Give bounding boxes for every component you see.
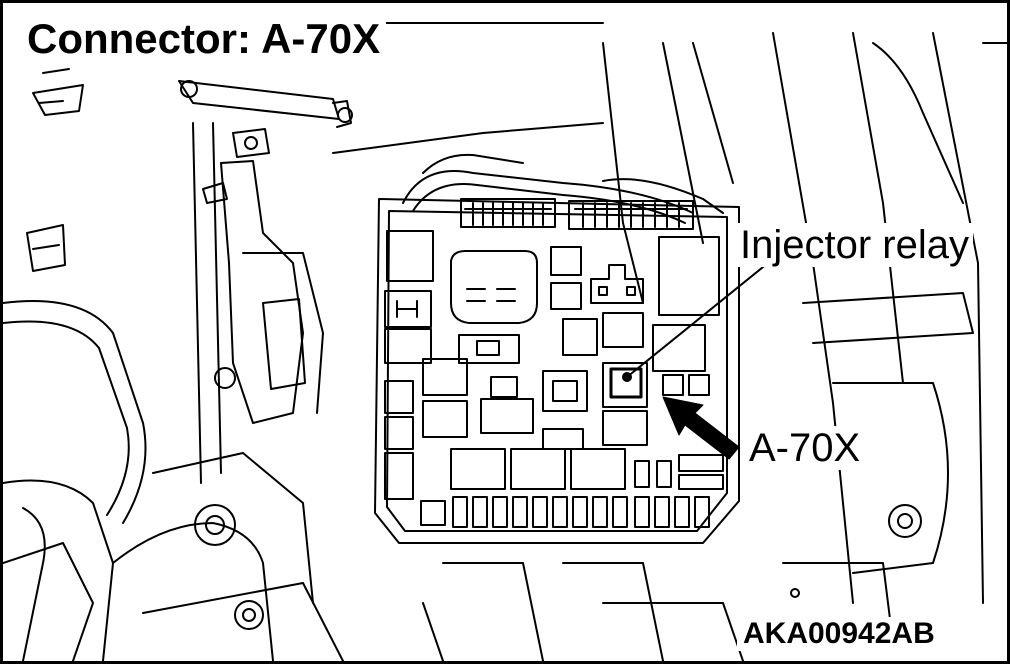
injector-relay-label: Injector relay (736, 223, 973, 267)
figure-code: AKA00942AB (737, 617, 941, 651)
page-title: Connector: A-70X (25, 16, 387, 64)
right-body-panels (332, 22, 1007, 661)
left-engine-parts (3, 68, 344, 661)
mounting-bracket (178, 80, 353, 484)
connector-arrow (662, 396, 740, 460)
relay-box (374, 198, 740, 544)
engine-compartment-drawing (3, 22, 1007, 661)
injector-relay-pointer (622, 258, 774, 382)
connector-label: A-70X (745, 426, 865, 470)
